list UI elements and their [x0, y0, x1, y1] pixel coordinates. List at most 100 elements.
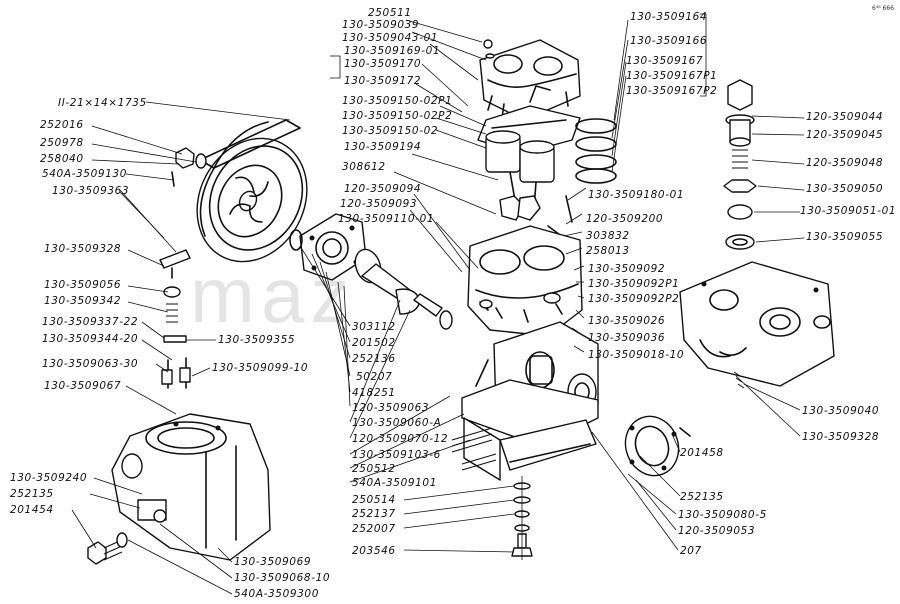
label-belt: II-21×14×1735 [58, 97, 147, 109]
label-130-3509043-01: 130-3509043-01 [342, 32, 438, 44]
part-labels: 250511 130-3509039 130-3509043-01 130-35… [10, 7, 896, 600]
label-130-3509342: 130-3509342 [44, 295, 121, 307]
label-130-3509170: 130-3509170 [344, 58, 421, 70]
key-drawing [171, 171, 175, 187]
label-130-3509068-10: 130-3509068-10 [234, 572, 330, 584]
bolt-stack-drawing [511, 476, 533, 560]
safety-valve-drawing [723, 79, 757, 250]
label-130-3509150-02P2: 130-3509150-02P2 [342, 110, 452, 122]
piston-rings-drawing [575, 118, 617, 184]
label-303832: 303832 [586, 230, 630, 242]
label-120-3509200: 120-3509200 [586, 213, 663, 225]
label-540A-3509101: 540A-3509101 [352, 477, 437, 489]
label-130-3509039: 130-3509039 [342, 19, 419, 31]
label-130-3509050: 130-3509050 [806, 183, 883, 195]
label-252136: 252136 [352, 353, 396, 365]
label-130-3509103-6: 130-3509103-6 [352, 449, 441, 461]
label-120-3509070-12: 120-3509070-12 [352, 433, 448, 445]
label-130-3509150-02: 130-3509150-02 [342, 125, 438, 137]
label-130-3509092P2: 130-3509092P2 [588, 293, 679, 305]
label-130-3509167: 130-3509167 [626, 55, 703, 67]
lower-block-drawing [461, 321, 599, 481]
label-130-3509080-5: 130-3509080-5 [678, 509, 767, 521]
label-130-3509056: 130-3509056 [44, 279, 121, 291]
head-housing-drawing [679, 261, 835, 389]
label-130-3509172: 130-3509172 [344, 75, 421, 87]
label-130-3509167P2: 130-3509167P2 [626, 85, 717, 97]
washer-drawing [195, 153, 207, 169]
label-130-3509092P1: 130-3509092P1 [588, 278, 679, 290]
label-201502: 201502 [352, 337, 396, 349]
label-130-3509099-10: 130-3509099-10 [212, 362, 308, 374]
label-120-3509063: 120-3509063 [352, 402, 429, 414]
label-201458: 201458 [680, 447, 724, 459]
label-250514: 250514 [352, 494, 396, 506]
label-540A-3509130: 540A-3509130 [42, 168, 127, 180]
label-130-3509069: 130-3509069 [234, 556, 311, 568]
leader-lines [71, 13, 805, 595]
label-130-3509363: 130-3509363 [52, 185, 129, 197]
label-130-3509110-01: 130-3509110-01 [338, 213, 434, 225]
label-130-3509355: 130-3509355 [218, 334, 295, 346]
label-252007: 252007 [352, 523, 396, 535]
label-130-3509166: 130-3509166 [630, 35, 707, 47]
label-130-3509040: 130-3509040 [802, 405, 879, 417]
label-130-3509060-A: 130-3509060-A [352, 417, 441, 429]
label-130-3509051-01: 130-3509051-01 [800, 205, 896, 217]
label-252016: 252016 [40, 119, 84, 131]
left-valve-parts-drawing [159, 249, 191, 389]
label-252135-left: 252135 [10, 488, 54, 500]
label-303112: 303112 [352, 321, 396, 333]
label-120-3509053: 120-3509053 [678, 525, 755, 537]
bolt-drawing [87, 532, 128, 565]
label-258040: 258040 [40, 153, 84, 165]
v-belt-drawing [199, 119, 301, 169]
label-130-3509337-22: 130-3509337-22 [42, 316, 138, 328]
corner-mark: 6⁴⁸ 666 [872, 5, 894, 12]
label-207: 207 [680, 545, 702, 557]
label-130-3509328-right: 130-3509328 [802, 431, 879, 443]
label-130-3509026: 130-3509026 [588, 315, 665, 327]
label-540A-3509300: 540A-3509300 [234, 588, 319, 600]
label-130-3509169-01: 130-3509169-01 [344, 45, 440, 57]
label-201454: 201454 [10, 504, 54, 516]
label-130-3509036: 130-3509036 [588, 332, 665, 344]
label-130-3509240: 130-3509240 [10, 472, 87, 484]
label-130-3509164: 130-3509164 [630, 11, 707, 23]
label-130-3509055: 130-3509055 [806, 231, 883, 243]
label-130-3509018-10: 130-3509018-10 [588, 349, 684, 361]
label-252137: 252137 [352, 508, 396, 520]
label-120-3509045: 120-3509045 [806, 129, 883, 141]
label-203546: 203546 [352, 545, 396, 557]
label-418251: 418251 [352, 387, 396, 399]
label-130-3509180-01: 130-3509180-01 [588, 189, 684, 201]
label-130-3509092: 130-3509092 [588, 263, 665, 275]
label-120-3509044: 120-3509044 [806, 111, 883, 123]
nut-drawing [175, 147, 195, 169]
label-252135-right: 252135 [680, 491, 724, 503]
label-130-3509067: 130-3509067 [44, 380, 121, 392]
pulley-drawing [196, 121, 308, 263]
pistons-drawing [485, 130, 555, 211]
crankshaft-drawing [354, 248, 453, 330]
label-130-3509150-02P1: 130-3509150-02P1 [342, 95, 452, 107]
label-250978: 250978 [40, 137, 84, 149]
label-258013: 258013 [586, 245, 630, 257]
crankcase-drawing [467, 225, 583, 337]
label-130-3509063-30: 130-3509063-30 [42, 358, 138, 370]
label-120-3509048: 120-3509048 [806, 157, 883, 169]
label-250511: 250511 [368, 7, 412, 19]
label-130-3509328-left: 130-3509328 [44, 243, 121, 255]
label-130-3509167P1: 130-3509167P1 [626, 70, 717, 82]
left-base-drawing [111, 413, 271, 561]
label-120-3509094: 120-3509094 [344, 183, 421, 195]
cylinder-head-drawing [479, 39, 581, 121]
unloader-cover-drawing [624, 415, 691, 477]
label-250512: 250512 [352, 463, 396, 475]
label-50207: 50207 [356, 371, 392, 383]
label-120-3509093: 120-3509093 [340, 198, 417, 210]
label-308612: 308612 [342, 161, 386, 173]
label-130-3509194: 130-3509194 [344, 141, 421, 153]
